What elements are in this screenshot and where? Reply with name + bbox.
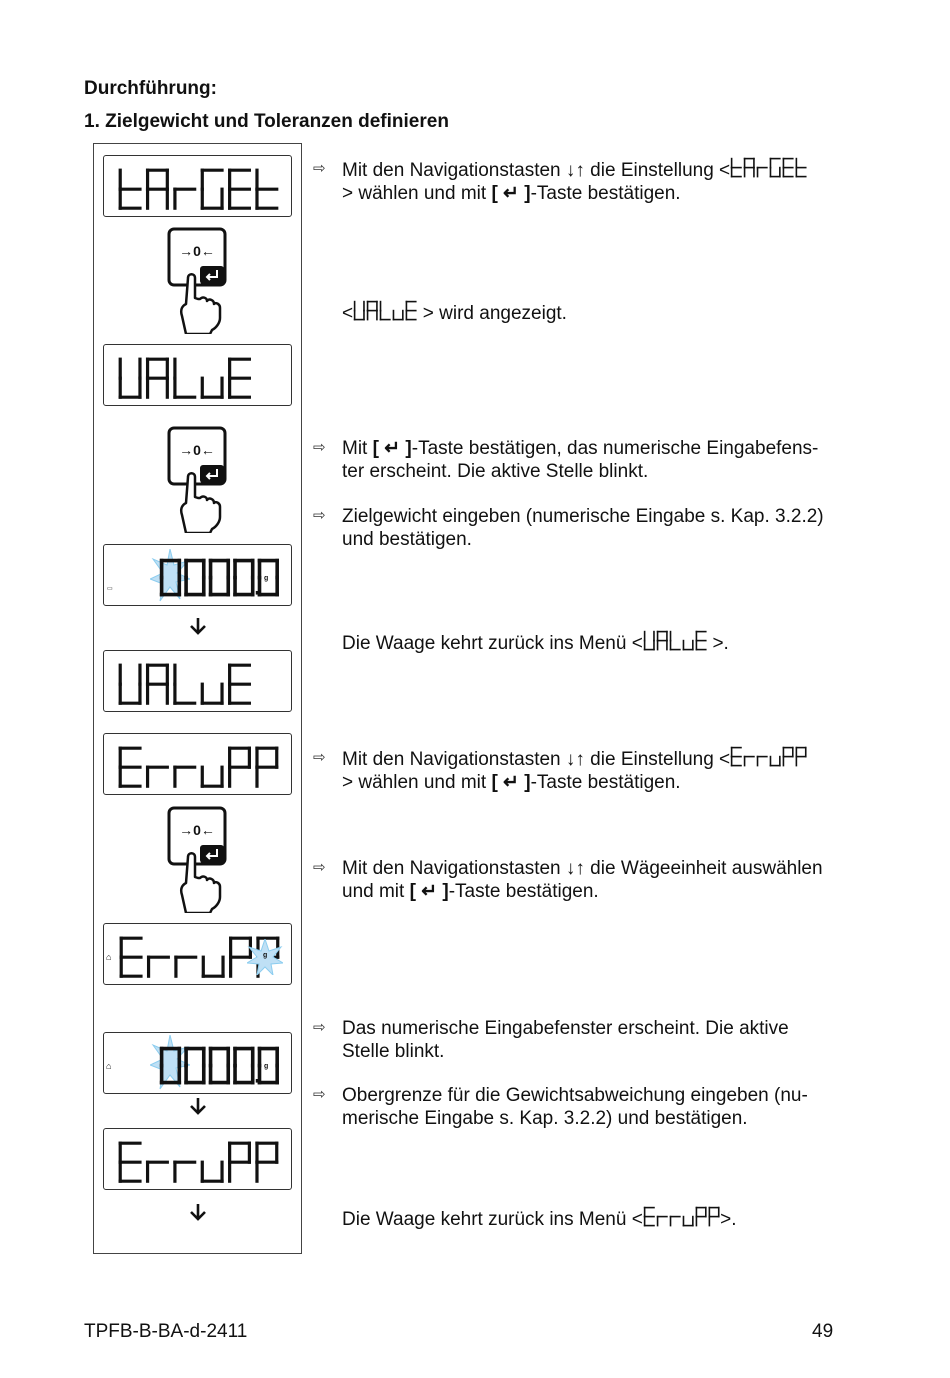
instruction-numeric-window: Das numerische Eingabefenster erscheint.… bbox=[342, 1018, 789, 1062]
svg-text:→0←: →0← bbox=[179, 442, 215, 458]
lcd-display-target bbox=[103, 155, 292, 217]
lcd-display-errupp bbox=[103, 1128, 292, 1190]
lcd-display-errupp-unit-select: ⌂ g bbox=[103, 923, 292, 985]
instruction-select-errupp: Mit den Navigationstasten ↓↑ die Einstel… bbox=[342, 746, 862, 794]
step-heading: 1. Zielgewicht und Toleranzen definieren bbox=[84, 111, 449, 132]
bullet-arrow-icon: ⇨ bbox=[313, 1086, 326, 1103]
svg-text:→0←: →0← bbox=[179, 243, 215, 259]
lcd-text bbox=[119, 936, 280, 978]
lcd-text bbox=[118, 168, 279, 210]
home-icon: ⌂ bbox=[106, 952, 112, 962]
instruction-select-unit: Mit den Navigationstasten ↓↑ die Wägeein… bbox=[342, 858, 823, 902]
section-title: Durchführung: bbox=[84, 78, 217, 99]
down-arrow-icon bbox=[190, 618, 206, 635]
enter-key-icon: [ ↵ ] bbox=[491, 772, 531, 794]
lcd-value bbox=[159, 1046, 279, 1085]
lcd-unit-label: g bbox=[263, 952, 268, 959]
enter-key-icon: [ ↵ ] bbox=[409, 881, 449, 902]
lcd-text bbox=[118, 357, 251, 399]
instruction-confirm-input: Mit [ ↵ ]-Taste bestätigen, das numerisc… bbox=[342, 438, 819, 482]
tare-zero-enter-key-press-icon: →0← bbox=[167, 227, 227, 334]
lcd-display-errupp bbox=[103, 733, 292, 795]
lcd-numeric-input-display: ⌂ g bbox=[103, 1032, 292, 1094]
lcd-text bbox=[118, 746, 279, 788]
bullet-arrow-icon: ⇨ bbox=[313, 1019, 326, 1036]
navigation-arrows-icon: ↓↑ bbox=[565, 749, 585, 771]
lcd-numeric-input-display: ▭ g bbox=[103, 544, 292, 606]
display-sequence-panel: →0← →0← ▭ g →0← ⌂ bbox=[93, 143, 302, 1254]
instruction-return-value: Die Waage kehrt zurück ins Menü < >. bbox=[342, 630, 862, 655]
navigation-arrows-icon: ↓↑ bbox=[565, 160, 585, 182]
lcd-indicator: ▭ bbox=[107, 586, 113, 592]
instruction-enter-target-weight: Zielgewicht eingeben (numerische Eingabe… bbox=[342, 506, 824, 550]
bullet-arrow-icon: ⇨ bbox=[313, 859, 326, 876]
inline-segment-text bbox=[643, 1206, 720, 1227]
inline-segment-text bbox=[730, 746, 807, 767]
lcd-text bbox=[118, 1141, 279, 1183]
lcd-unit-label: g bbox=[264, 1063, 269, 1070]
instruction-value-shown: < > wird angezeigt. bbox=[342, 300, 862, 325]
enter-key-icon: [ ↵ ] bbox=[372, 438, 412, 459]
page-number: 49 bbox=[812, 1321, 834, 1342]
instruction-return-errupp: Die Waage kehrt zurück ins Menü <>. bbox=[342, 1206, 862, 1231]
lcd-unit-label: g bbox=[264, 575, 269, 582]
bullet-arrow-icon: ⇨ bbox=[313, 749, 326, 766]
lcd-display-value bbox=[103, 344, 292, 406]
lcd-text bbox=[118, 663, 251, 705]
inline-segment-text bbox=[730, 157, 807, 178]
bullet-arrow-icon: ⇨ bbox=[313, 507, 326, 524]
down-arrow-icon bbox=[190, 1098, 206, 1115]
down-arrow-icon bbox=[190, 1204, 206, 1221]
inline-segment-text bbox=[643, 630, 707, 651]
blink-starburst-icon bbox=[247, 939, 283, 975]
document-id: TPFB-B-BA-d-2411 bbox=[84, 1321, 248, 1342]
instruction-enter-upper-limit: Obergrenze für die Gewichtsabweichung ei… bbox=[342, 1085, 808, 1129]
lcd-value bbox=[159, 558, 279, 597]
home-icon: ⌂ bbox=[106, 1061, 112, 1071]
bullet-arrow-icon: ⇨ bbox=[313, 160, 326, 177]
lcd-display-value bbox=[103, 650, 292, 712]
tare-zero-enter-key-press-icon: →0← bbox=[167, 426, 227, 533]
instruction-select-target: Mit den Navigationstasten ↓↑ die Einstel… bbox=[342, 157, 862, 205]
enter-key-icon: [ ↵ ] bbox=[491, 183, 531, 205]
inline-segment-text bbox=[353, 300, 417, 321]
tare-zero-enter-key-press-icon: →0← bbox=[167, 806, 227, 913]
navigation-arrows-icon: ↓↑ bbox=[565, 858, 585, 879]
svg-text:→0←: →0← bbox=[179, 822, 215, 838]
bullet-arrow-icon: ⇨ bbox=[313, 439, 326, 456]
